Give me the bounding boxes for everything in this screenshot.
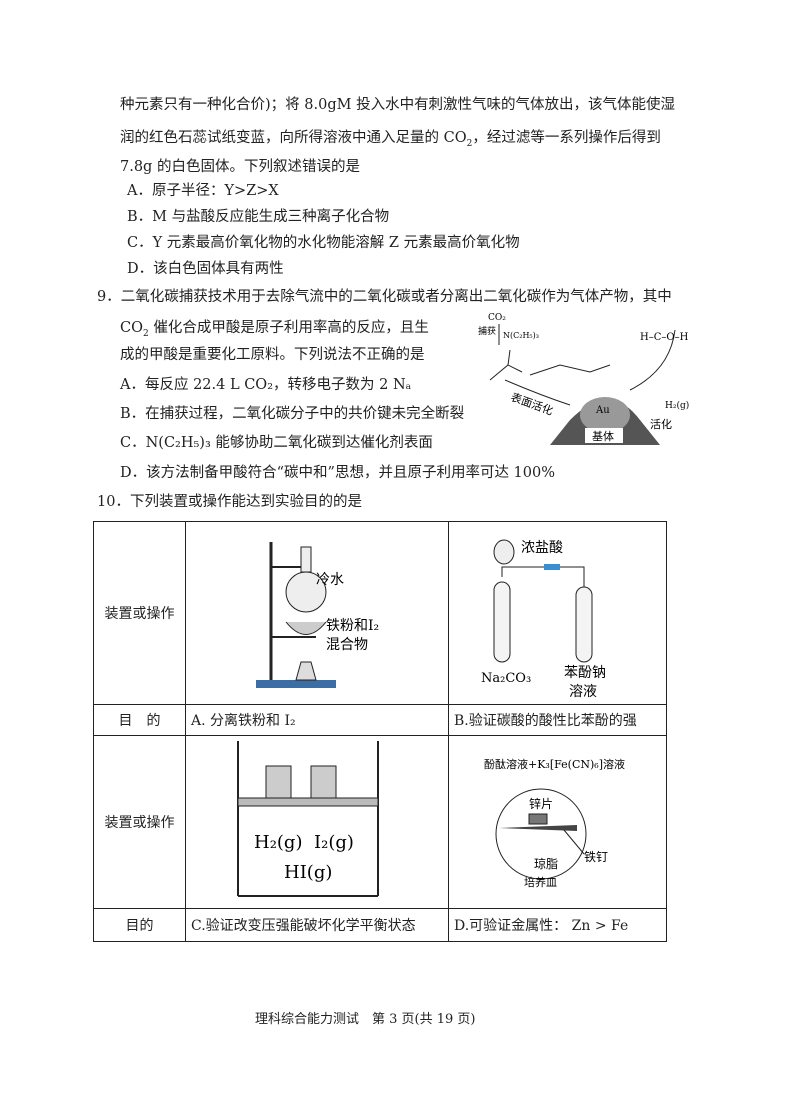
co2-capture-diagram: CO₂ 捕获 N(C₂H₅)₃ 表面活化 H–C–O–H H₂(g) 活化 Au… — [478, 313, 689, 445]
dish-label: 培养皿 — [524, 875, 557, 889]
stand-base — [256, 680, 336, 688]
q8-option-b: B．M 与盐酸反应能生成三种离子化合物 — [127, 209, 390, 225]
beaker — [285, 621, 327, 635]
q9-option-a: A．每反应 22.4 L CO₂，转移电子数为 2 Nₐ — [120, 377, 412, 393]
zinc-label: 锌片 — [529, 797, 553, 811]
phenolate-label-2: 溶液 — [569, 684, 597, 700]
q9-stem-line3: 成的甲酸是重要化工原料。下列说法不正确的是 — [120, 347, 425, 363]
solution-label: 酚酞溶液+K₃[Fe(CN)₆]溶液 — [484, 757, 625, 771]
hi-gas-label: HI(g) — [284, 862, 332, 883]
hcl-label: 浓盐酸 — [521, 540, 563, 556]
q9-stem-line1: 9．二氧化碳捕获技术用于去除气流中的二氧化碳或者分离出二氧化碳作为气体产物，其中 — [97, 289, 672, 305]
co2-label: CO₂ — [488, 313, 506, 323]
q8-text-line3: 7.8g 的白色固体。下列叙述错误的是 — [120, 159, 360, 175]
capture-label: 捕获 — [478, 325, 496, 337]
mixture-label-1: 铁粉和I₂ — [326, 618, 379, 634]
purpose-label-2: 目的 — [93, 908, 186, 942]
iron-nail — [499, 825, 577, 831]
agar-label: 琼脂 — [534, 856, 558, 871]
base-label: 基体 — [592, 429, 614, 443]
purpose-a: A. 分离铁粉和 I₂ — [185, 704, 449, 736]
q9-stem-line2: CO2 催化合成甲酸是原子利用率高的反应，且生 — [120, 320, 429, 339]
row-label-apparatus-2: 装置或操作 — [93, 735, 186, 909]
q8-option-c: C．Y 元素最高价氧化物的水化物能溶解 Z 元素最高价氧化物 — [127, 235, 520, 251]
purpose-b: B.验证碳酸的酸性比苯酚的强 — [448, 704, 667, 736]
purpose-d: D.可验证金属性： Zn > Fe — [448, 908, 667, 942]
molecule-bonds-2 — [529, 364, 611, 376]
test-tube-2 — [575, 586, 593, 663]
h2-gas-label: H₂(g) — [254, 832, 302, 853]
phenolate-label-1: 苯酚钠 — [564, 664, 606, 681]
q8-line2a: 润的红色石蕊试纸变蓝，向所得溶液中通入足量的 CO — [120, 130, 467, 146]
q9-option-d: D．该方法制备甲酸符合“碳中和”思想，并且原子利用率可达 100% — [120, 465, 556, 481]
q8-text-line1: 种元素只有一种化合价)；将 8.0gM 投入水中有刺激性气味的气体放出，该气体能… — [120, 97, 676, 113]
alcohol-lamp — [295, 661, 317, 681]
q10-stem: 10．下列装置或操作能达到实验目的的是 — [97, 494, 362, 510]
molecule-bonds — [489, 349, 523, 381]
q10-table: 装置或操作 冷水 铁粉和I₂ 混合物 浓盐酸 Na₂CO₃ 苯酚钠 溶液 目 的… — [93, 521, 667, 942]
q9-option-c: C．N(C₂H₅)₃ 能够协助二氧化碳到达催化剂表面 — [120, 435, 433, 451]
rubber-tube — [544, 564, 560, 570]
petri-dish — [495, 788, 587, 880]
cold-water-label: 冷水 — [316, 572, 344, 588]
weight-1 — [265, 765, 292, 799]
base-box — [585, 428, 623, 443]
apparatus-a-cell: 冷水 铁粉和I₂ 混合物 — [185, 521, 449, 705]
mixture-label-2: 混合物 — [326, 637, 368, 653]
apparatus-c-cell: H₂(g) I₂(g) HI(g) — [185, 735, 449, 909]
purpose-c: C.验证改变压强能破坏化学平衡状态 — [185, 908, 449, 942]
q8-line2b: ，经过滤等一系列操作后得到 — [472, 130, 661, 146]
apparatus-b-acidity: 浓盐酸 Na₂CO₃ 苯酚钠 溶液 — [481, 539, 606, 700]
surface-arrow — [504, 379, 571, 406]
apparatus-d-cell: 酚酞溶液+K₃[Fe(CN)₆]溶液 锌片 铁钉 琼脂 培养皿 — [448, 735, 667, 909]
apparatus-d-corrosion: 酚酞溶液+K₃[Fe(CN)₆]溶液 锌片 铁钉 琼脂 培养皿 — [484, 757, 625, 889]
row-label-apparatus-1: 装置或操作 — [93, 521, 186, 705]
q9-option-b: B．在捕获过程，二氧化碳分子中的共价键未完全断裂 — [120, 406, 465, 422]
piston — [237, 797, 379, 807]
amine-label: N(C₂H₅)₃ — [503, 331, 539, 340]
product-arrow — [629, 329, 676, 391]
apparatus-c-pressure: H₂(g) I₂(g) HI(g) — [237, 741, 379, 897]
na2co3-label: Na₂CO₃ — [481, 671, 531, 686]
q9-line2-text: 催化合成甲酸是原子利用率高的反应，且生 — [153, 320, 429, 336]
apparatus-b-cell: 浓盐酸 Na₂CO₃ 苯酚钠 溶液 — [448, 521, 667, 705]
i2-gas-label: I₂(g) — [314, 832, 354, 853]
q8-option-d: D．该白色固体具有两性 — [127, 261, 284, 277]
q8-text-line2: 润的红色石蕊试纸变蓝，向所得溶液中通入足量的 CO2，经过滤等一系列操作后得到 — [120, 130, 661, 149]
au-particle — [580, 397, 630, 433]
h2-label: H₂(g) — [665, 400, 689, 411]
formic-acid-label: H–C–O–H — [640, 332, 689, 343]
au-label: Au — [595, 405, 610, 416]
nail-label: 铁钉 — [584, 850, 608, 864]
connecting-tube — [501, 566, 585, 602]
activation-label: 活化 — [650, 417, 672, 431]
q8-option-a: A．原子半径：Y>Z>X — [127, 183, 279, 199]
weight-2 — [310, 765, 337, 799]
zinc-plate — [528, 813, 548, 825]
surface-activation-label: 表面活化 — [509, 390, 555, 418]
page-footer: 理科综合能力测试 第 3 页(共 19 页) — [255, 1012, 476, 1027]
dropping-funnel — [493, 539, 515, 565]
test-tube-1 — [493, 581, 511, 663]
apparatus-a-sublimation: 冷水 铁粉和I₂ 混合物 — [256, 542, 379, 688]
purpose-label-1: 目 的 — [93, 704, 186, 736]
